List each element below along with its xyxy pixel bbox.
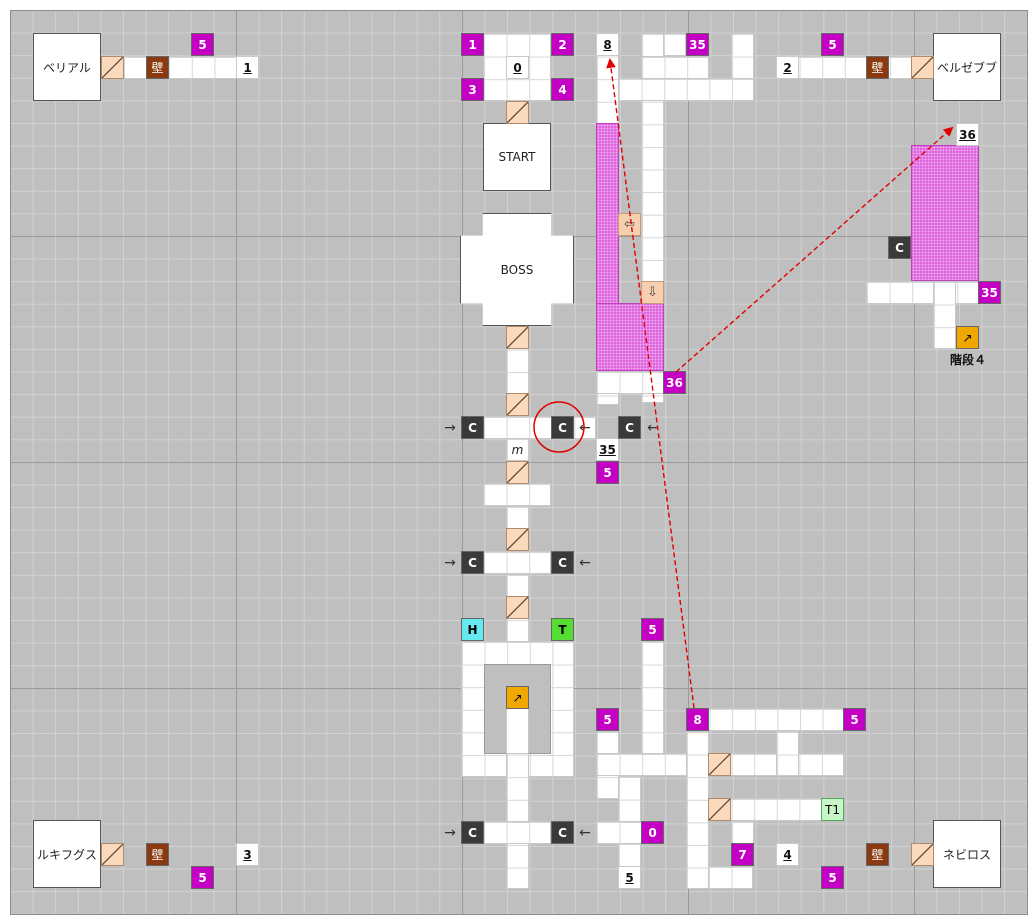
warp-0-lower: 0 bbox=[641, 821, 664, 844]
warp-5-beelzebub: 5 bbox=[821, 33, 844, 56]
floor-tile bbox=[641, 56, 709, 79]
chest-8: C bbox=[551, 821, 574, 844]
slope-boss-south bbox=[506, 326, 529, 349]
warp-35-right: 35 bbox=[978, 281, 1001, 304]
warp-5-belial: 5 bbox=[191, 33, 214, 56]
chest-4: C bbox=[888, 236, 911, 259]
wall-nebiros: 壁 bbox=[866, 843, 889, 866]
floor-tile bbox=[483, 821, 551, 844]
warp-1: 1 bbox=[461, 33, 484, 56]
room-belial: ベリアル bbox=[33, 33, 101, 101]
floor-tile bbox=[686, 708, 844, 731]
slope-belial bbox=[101, 56, 124, 79]
floor-tile bbox=[483, 483, 551, 506]
slope-mid-3 bbox=[506, 528, 529, 551]
arrow-left-icon: ⇦ bbox=[618, 213, 641, 236]
floor-tile bbox=[483, 551, 551, 574]
arrow-left-icon: ← bbox=[647, 419, 659, 436]
warp-5-mid: 5 bbox=[596, 461, 619, 484]
warp-3: 3 bbox=[461, 78, 484, 101]
trap-tile: T bbox=[551, 618, 574, 641]
chest-2: C bbox=[551, 416, 574, 439]
chest-3: C bbox=[618, 416, 641, 439]
stairs-icon-mid: ↗ bbox=[506, 686, 529, 709]
warp-35-top: 35 bbox=[686, 33, 709, 56]
num-tile-2: 2 bbox=[776, 56, 799, 79]
warp-5-column: 5 bbox=[641, 618, 664, 641]
wall-beelzebub: 壁 bbox=[866, 56, 889, 79]
arrow-right-icon: → bbox=[444, 824, 456, 841]
slope-mid-1 bbox=[506, 393, 529, 416]
floor-tile bbox=[596, 753, 708, 776]
slope-mid-2 bbox=[506, 461, 529, 484]
t1-tile: T1 bbox=[821, 798, 844, 821]
slope-lower-2 bbox=[708, 798, 731, 821]
warp-4: 4 bbox=[551, 78, 574, 101]
room-start: START bbox=[483, 123, 551, 191]
floor-tile bbox=[776, 731, 799, 776]
floor-tile bbox=[596, 371, 664, 394]
wall-lucifugus: 壁 bbox=[146, 843, 169, 866]
chest-7: C bbox=[461, 821, 484, 844]
chest-6: C bbox=[551, 551, 574, 574]
slope-beelzebub bbox=[911, 56, 934, 79]
chest-5: C bbox=[461, 551, 484, 574]
room-beelzebub: ベルゼブブ bbox=[933, 33, 1001, 101]
arrow-left-icon: ← bbox=[579, 824, 591, 841]
num-tile-4: 4 bbox=[776, 843, 799, 866]
chest-1: C bbox=[461, 416, 484, 439]
floor-tile bbox=[641, 641, 664, 754]
stairs-4-caption: 階段４ bbox=[949, 352, 986, 367]
floor-tile bbox=[506, 731, 529, 889]
slope-start bbox=[506, 101, 529, 124]
warp-5-lower-left: 5 bbox=[596, 708, 619, 731]
floor-tile bbox=[686, 731, 709, 889]
warp-5-nebiros: 5 bbox=[821, 866, 844, 889]
floor-tile bbox=[933, 281, 956, 349]
floor-tile bbox=[708, 798, 844, 821]
floor-tile bbox=[618, 78, 754, 101]
floor-tile bbox=[506, 438, 529, 461]
warp-8-lower: 8 bbox=[686, 708, 709, 731]
slope-lower-1 bbox=[708, 753, 731, 776]
heal-tile: H bbox=[461, 618, 484, 641]
stairs-icon-right: ↗ bbox=[956, 326, 979, 349]
num-tile-5: 5 bbox=[618, 866, 641, 889]
floor-tile bbox=[663, 33, 686, 56]
num-tile-1: 1 bbox=[236, 56, 259, 79]
num-tile-36: 36 bbox=[956, 123, 979, 146]
warp-5-lower-right: 5 bbox=[843, 708, 866, 731]
poison-floor bbox=[911, 145, 979, 281]
floor-tile bbox=[866, 281, 979, 304]
room-lucifugus: ルキフグス bbox=[33, 820, 101, 888]
slope-nebiros bbox=[911, 843, 934, 866]
arrow-down-icon: ⇩ bbox=[641, 281, 664, 304]
num-tile-0: 0 bbox=[506, 56, 529, 79]
num-tile-8: 8 bbox=[596, 33, 619, 56]
warp-36: 36 bbox=[663, 371, 686, 394]
arrow-left-icon: ← bbox=[579, 419, 591, 436]
num-tile-35: 35 bbox=[596, 438, 619, 461]
warp-5-lucifugus: 5 bbox=[191, 866, 214, 889]
arrow-left-icon: ← bbox=[579, 554, 591, 571]
m-marker: m bbox=[511, 442, 524, 457]
arrow-right-icon: → bbox=[444, 419, 456, 436]
wall-belial: 壁 bbox=[146, 56, 169, 79]
floor-tile bbox=[708, 866, 753, 889]
warp-7: 7 bbox=[731, 843, 754, 866]
slope-lucifugus bbox=[101, 843, 124, 866]
warp-2: 2 bbox=[551, 33, 574, 56]
room-nebiros: ネビロス bbox=[933, 820, 1001, 888]
arrow-right-icon: → bbox=[444, 554, 456, 571]
num-tile-3: 3 bbox=[236, 843, 259, 866]
poison-floor bbox=[596, 303, 664, 371]
slope-mid-4 bbox=[506, 596, 529, 619]
